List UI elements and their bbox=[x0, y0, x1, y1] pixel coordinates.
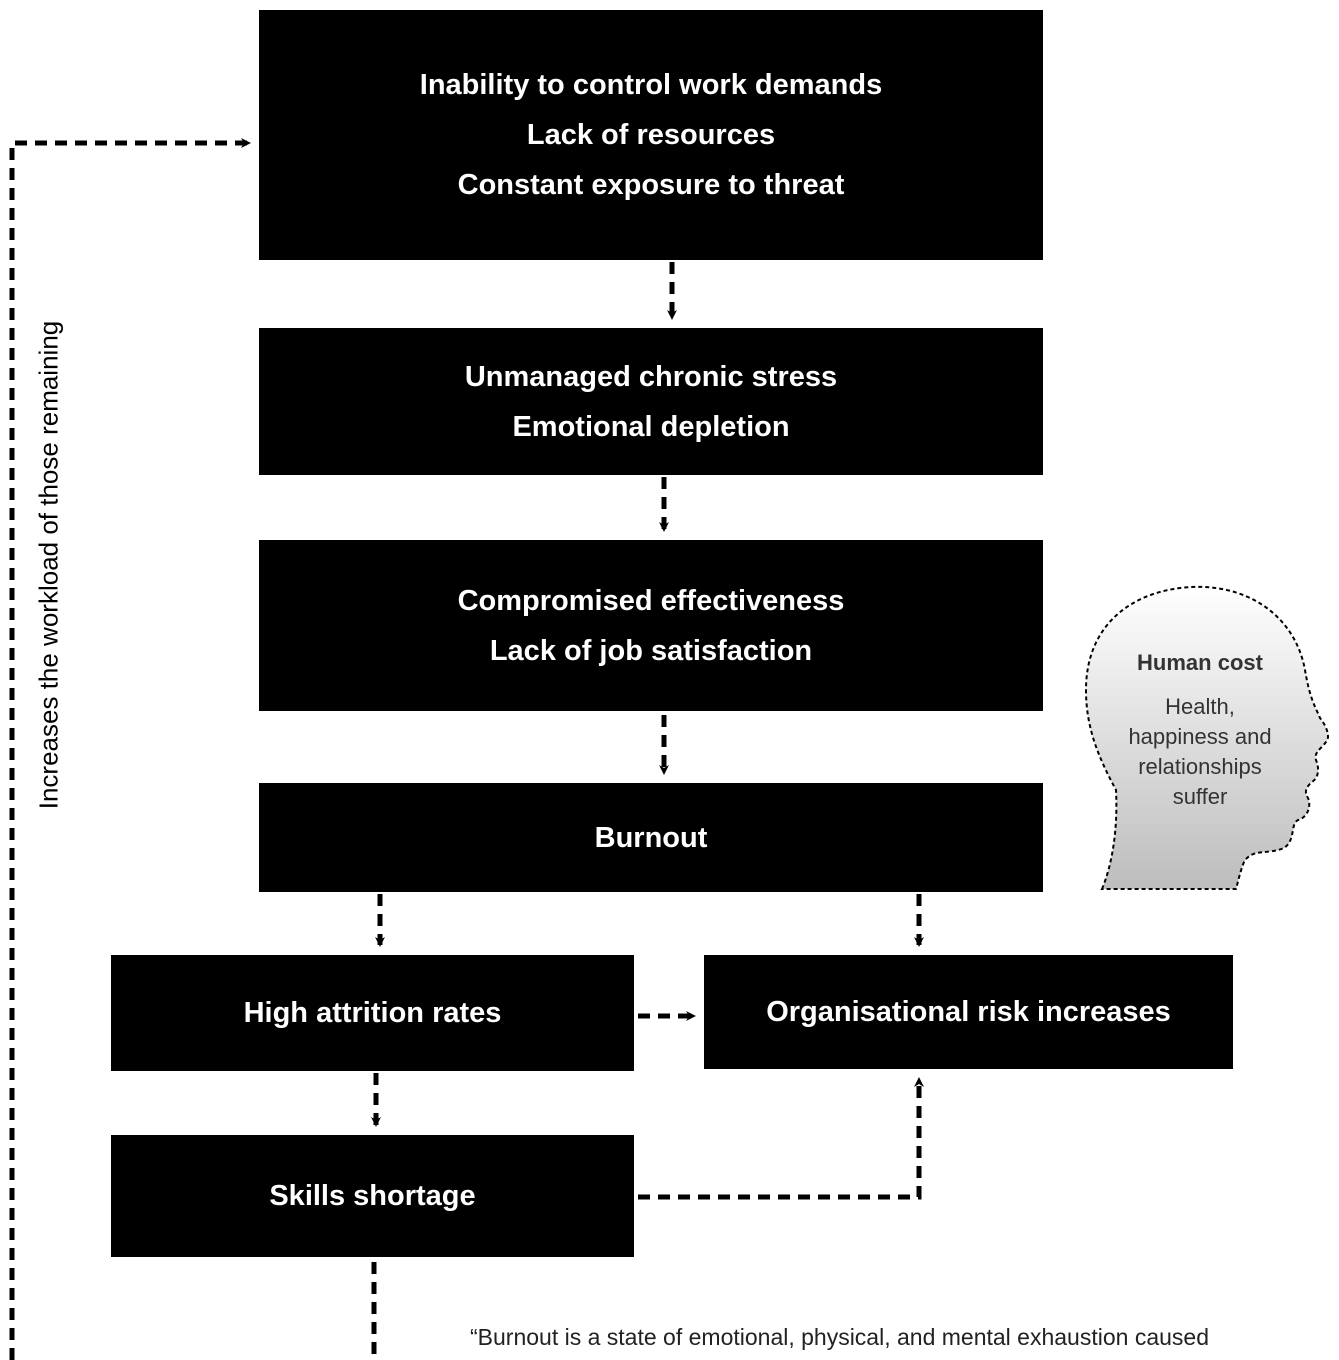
box-organisational-risk-label: Organisational risk increases bbox=[766, 996, 1171, 1028]
box-work-conditions-line-2: Lack of resources bbox=[526, 119, 776, 151]
box-effectiveness-line-1: Compromised effectiveness bbox=[457, 584, 845, 617]
box-skills-shortage: Skills shortage bbox=[111, 1135, 634, 1257]
arrow-feedback-loop bbox=[9, 138, 251, 1360]
feedback-loop-label: Increases the workload of those remainin… bbox=[33, 320, 64, 810]
arrow-skills-to-risk bbox=[638, 1077, 924, 1200]
box-stress-line-1: Unmanaged chronic stress bbox=[464, 360, 838, 393]
box-work-conditions-line-3: Constant exposure to threat bbox=[457, 169, 845, 201]
box-work-conditions: Inability to control work demands Lack o… bbox=[259, 10, 1043, 260]
burnout-quote: “Burnout is a state of emotional, physic… bbox=[470, 1324, 1209, 1350]
human-cost-title: Human cost bbox=[1137, 650, 1263, 675]
box-effectiveness: Compromised effectiveness Lack of job sa… bbox=[259, 540, 1043, 711]
human-cost-line-3: relationships bbox=[1138, 754, 1262, 779]
box-skills-shortage-label: Skills shortage bbox=[269, 1180, 476, 1212]
box-burnout-label: Burnout bbox=[594, 821, 708, 854]
box-work-conditions-line-1: Inability to control work demands bbox=[419, 69, 883, 101]
box-burnout: Burnout bbox=[259, 783, 1043, 892]
box-stress: Unmanaged chronic stress Emotional deple… bbox=[259, 328, 1043, 475]
head-silhouette bbox=[1084, 585, 1329, 890]
box-organisational-risk: Organisational risk increases bbox=[704, 955, 1233, 1069]
human-cost-line-2: happiness and bbox=[1128, 724, 1272, 749]
human-cost-body: Health, happiness and relationships suff… bbox=[1112, 692, 1288, 812]
human-cost-callout: Human cost Health, happiness and relatio… bbox=[1112, 648, 1288, 812]
human-cost-line-4: suffer bbox=[1172, 784, 1228, 809]
box-effectiveness-line-2: Lack of job satisfaction bbox=[489, 634, 813, 667]
box-attrition: High attrition rates bbox=[111, 955, 634, 1071]
box-attrition-label: High attrition rates bbox=[243, 997, 502, 1029]
box-stress-line-2: Emotional depletion bbox=[512, 410, 790, 443]
human-cost-line-1: Health, bbox=[1165, 694, 1235, 719]
